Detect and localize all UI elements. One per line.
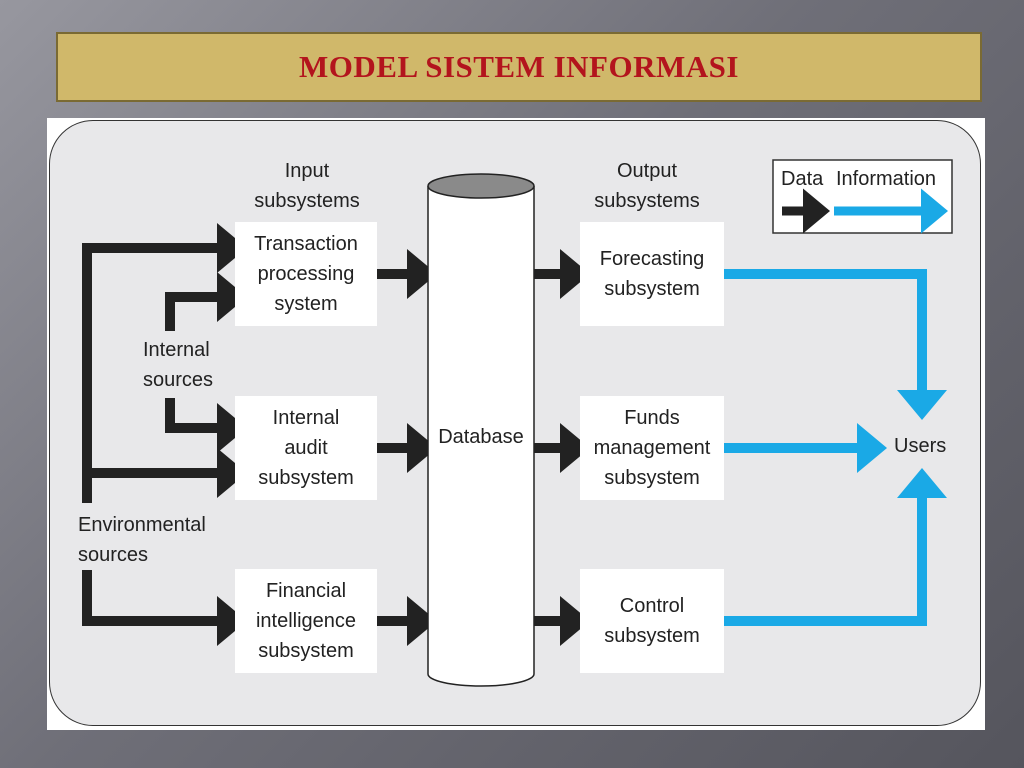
legend-data-label: Data xyxy=(781,168,824,190)
title-bar: MODEL SISTEM INFORMASI xyxy=(56,32,982,102)
environmental-sources-text: Environmental sources xyxy=(78,514,206,566)
legend-information-label: Information xyxy=(836,168,937,190)
control-label: Control subsystem xyxy=(604,595,700,647)
forecast-to-users-arrow xyxy=(724,269,947,420)
internal-audit-box: Internal audit subsystem xyxy=(235,396,377,500)
forecasting-label: Forecasting subsystem xyxy=(599,248,705,300)
internal-sources-text: Internal sources xyxy=(143,339,214,391)
output-subsystems-header: Output subsystems xyxy=(577,156,717,216)
env-to-intel-arrow xyxy=(82,568,247,646)
control-to-users-arrow xyxy=(724,468,947,626)
internal-audit-label: Internal audit subsystem xyxy=(258,407,354,489)
internal-to-audit-arrow xyxy=(165,398,247,453)
financial-intelligence-box: Financial intelligence subsystem xyxy=(235,569,377,673)
forecasting-box: Forecasting subsystem xyxy=(580,222,724,326)
environmental-sources-label: Environmental sources xyxy=(78,510,228,570)
internal-to-tps-arrow xyxy=(165,272,247,331)
output-header-text: Output subsystems xyxy=(594,160,700,212)
funds-management-label: Funds management subsystem xyxy=(593,407,711,489)
input-subsystems-header: Input subsystems xyxy=(237,156,377,216)
transaction-processing-box: Transaction processing system xyxy=(235,222,377,326)
slide-title: MODEL SISTEM INFORMASI xyxy=(299,49,739,84)
connector-lines xyxy=(82,159,953,687)
users-label: Users xyxy=(894,435,947,457)
database-cylinder xyxy=(427,173,535,687)
funds-management-box: Funds management subsystem xyxy=(580,396,724,500)
financial-intelligence-label: Financial intelligence subsystem xyxy=(255,580,357,662)
control-box: Control subsystem xyxy=(580,569,724,673)
database-label: Database xyxy=(438,426,524,448)
env-trunk-line xyxy=(82,223,247,503)
internal-sources-label: Internal sources xyxy=(143,335,243,395)
diagram-frame: Input subsystems Output subsystems Trans… xyxy=(47,118,985,730)
transaction-processing-label: Transaction processing system xyxy=(254,233,358,315)
input-header-text: Input subsystems xyxy=(254,160,360,212)
